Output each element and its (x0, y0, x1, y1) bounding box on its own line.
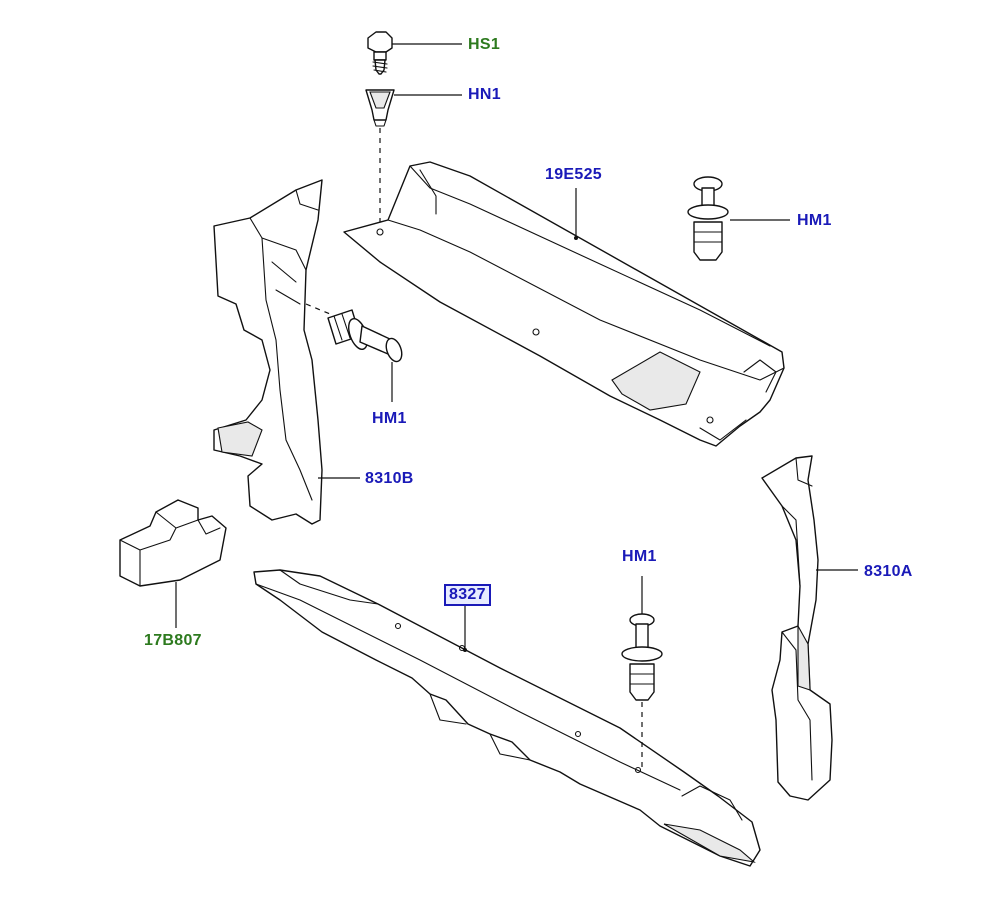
side-baffle-8310b-part[interactable] (213, 179, 323, 525)
callout-hm1-center[interactable]: HM1 (622, 548, 657, 565)
callout-hn1[interactable]: HN1 (468, 86, 501, 103)
nut-hn1-part[interactable] (365, 89, 395, 127)
callout-17b807[interactable]: 17B807 (144, 632, 202, 649)
callout-19e525[interactable]: 19E525 (545, 166, 602, 183)
hm1-left-alignment-line (305, 303, 331, 315)
push-rivet-hm1-center-part[interactable] (621, 613, 663, 701)
callout-8310a[interactable]: 8310A (864, 563, 913, 580)
upper-cover-19e525-part[interactable] (343, 161, 785, 447)
push-rivet-hm1-left-part[interactable] (327, 309, 405, 364)
callout-8327[interactable]: 8327 (444, 584, 491, 606)
callout-hs1[interactable]: HS1 (468, 36, 501, 53)
push-rivet-hm1-top-right-part[interactable] (687, 176, 729, 261)
screw-hs1-part[interactable] (367, 31, 393, 75)
block-17b807-part[interactable] (119, 499, 227, 587)
callout-8310b[interactable]: 8310B (365, 470, 414, 487)
callout-hm1-top-right[interactable]: HM1 (797, 212, 832, 229)
lower-baffle-8327-part[interactable] (253, 569, 761, 867)
side-baffle-8310a-part[interactable] (761, 455, 833, 801)
callout-hm1-left[interactable]: HM1 (372, 410, 407, 427)
